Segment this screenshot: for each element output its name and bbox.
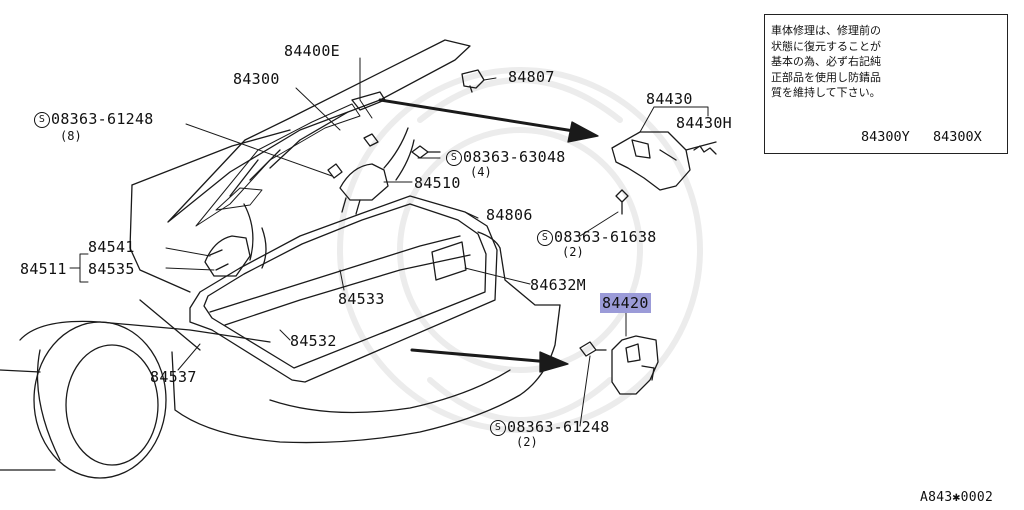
repair-note-text: 車体修理は、修理前の状態に復元することが基本の為、必ず右記純正部品を使用し防錆品… bbox=[771, 24, 881, 99]
bolt-number: 08363-61248 bbox=[507, 418, 610, 436]
highlighted-part-84420[interactable]: 84420 bbox=[600, 293, 651, 313]
bolts bbox=[327, 133, 441, 179]
bolt-qty-lower: (2) bbox=[516, 435, 538, 449]
bolt-number: 08363-63048 bbox=[463, 148, 566, 166]
trunk-lock bbox=[611, 131, 717, 215]
callout-84511: 84511 bbox=[20, 260, 67, 278]
rear-tire bbox=[0, 321, 167, 479]
watermark bbox=[337, 67, 703, 433]
callout-84541: 84541 bbox=[88, 238, 135, 256]
callout-84537: 84537 bbox=[150, 368, 197, 386]
callout-84400e: 84400E bbox=[284, 42, 340, 60]
callout-84430: 84430 bbox=[646, 90, 693, 108]
figure-code: A843✱0002 bbox=[920, 490, 994, 505]
trunk-striker bbox=[579, 335, 659, 395]
bolt-symbol-icon: S bbox=[490, 420, 506, 436]
bolt-number: 08363-61248 bbox=[51, 110, 154, 128]
bolt-symbol-icon: S bbox=[537, 230, 553, 246]
bolt-symbol-icon: S bbox=[34, 112, 50, 128]
hinge-right bbox=[339, 127, 415, 215]
bolt-qty-63048: (4) bbox=[470, 165, 492, 179]
product-label-84300y: 84300Y bbox=[861, 129, 910, 145]
bolt-qty-upper: (8) bbox=[60, 129, 82, 143]
callout-84535: 84535 bbox=[88, 260, 135, 278]
arrow-bottom bbox=[410, 348, 569, 373]
car-body bbox=[19, 129, 561, 444]
trunk-lid bbox=[167, 39, 471, 227]
callout-84632m: 84632M bbox=[530, 276, 586, 294]
arrow-top bbox=[378, 98, 599, 143]
repair-note-box: 車体修理は、修理前の状態に復元することが基本の為、必ず右記純正部品を使用し防錆品… bbox=[764, 14, 1008, 154]
callout-84806: 84806 bbox=[486, 206, 533, 224]
leader-lines bbox=[69, 27, 961, 427]
callout-84300: 84300 bbox=[233, 70, 280, 88]
bumper-clip bbox=[461, 69, 485, 93]
label-plate bbox=[431, 241, 467, 281]
product-label-84300x: 84300X bbox=[933, 129, 982, 145]
bolt-number: 08363-61638 bbox=[554, 228, 657, 246]
callout-84430h: 84430H bbox=[676, 114, 732, 132]
hinge-left bbox=[204, 203, 267, 277]
trunk-opening bbox=[189, 195, 498, 383]
callout-84510: 84510 bbox=[414, 174, 461, 192]
callout-84420: 84420 bbox=[600, 293, 651, 313]
bolt-symbol-icon: S bbox=[446, 150, 462, 166]
callout-84533: 84533 bbox=[338, 290, 385, 308]
callout-84807: 84807 bbox=[508, 68, 555, 86]
bolt-qty-61638: (2) bbox=[562, 245, 584, 259]
callout-84532: 84532 bbox=[290, 332, 337, 350]
